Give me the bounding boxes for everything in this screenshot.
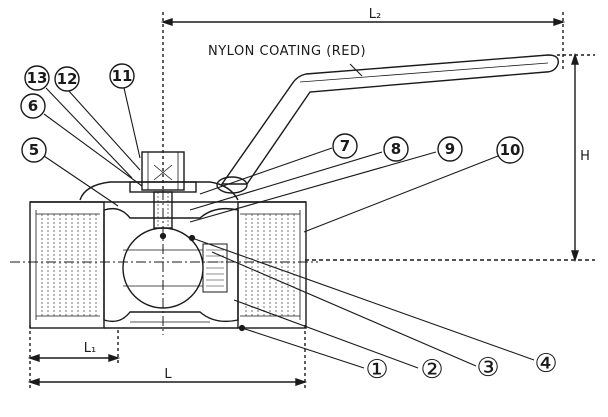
svg-text:11: 11 [112,67,133,85]
dimension-l1 [27,325,121,390]
nylon-coating-note: NYLON COATING (RED) [208,44,366,59]
callout-12: 12 [54,66,80,92]
callout-4: ④ [534,349,557,379]
lever-handle [216,54,559,194]
dimension-h [305,52,595,263]
callout-7: 7 [332,133,358,159]
dimension-l [27,325,308,390]
callouts: 13 12 11 6 5 7 8 9 [20,63,558,385]
svg-text:6: 6 [28,97,38,115]
svg-text:②: ② [420,355,443,385]
leader-lines [43,63,535,369]
svg-text:7: 7 [340,137,350,155]
svg-text:5: 5 [29,141,39,159]
callout-5: 5 [21,137,47,163]
callout-2: ② [420,355,443,385]
svg-text:③: ③ [476,353,499,383]
svg-text:12: 12 [57,70,78,88]
ball [122,227,228,309]
svg-text:①: ① [365,355,388,385]
callout-6: 6 [20,93,46,119]
stem-assembly [129,151,197,229]
svg-text:10: 10 [500,141,521,159]
svg-text:④: ④ [534,349,557,379]
dimension-l2-label: L₂ [369,7,381,22]
callout-13: 13 [24,65,50,91]
dimension-l1-label: L₁ [84,341,96,356]
dimension-l2 [160,12,566,190]
callout-1: ① [365,355,388,385]
svg-text:13: 13 [27,69,48,87]
valve-body [29,181,307,329]
callout-3: ③ [476,353,499,383]
dimension-l-label: L [164,367,172,382]
callout-8: 8 [383,136,409,162]
callout-10: 10 [496,136,524,164]
svg-text:8: 8 [391,140,401,158]
svg-text:9: 9 [445,140,455,158]
callout-9: 9 [437,136,463,162]
dimension-h-label: H [580,149,590,164]
callout-11: 11 [109,63,135,89]
